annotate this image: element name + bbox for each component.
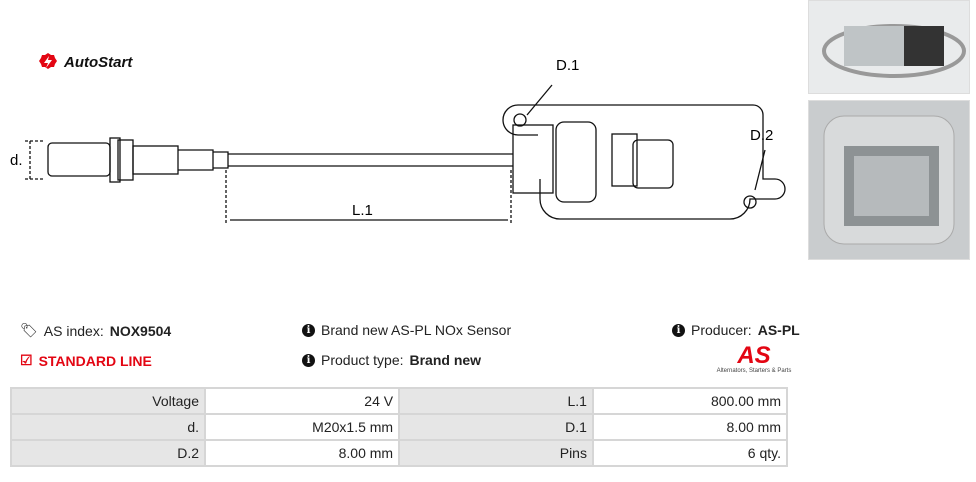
info-icon: i <box>672 323 685 337</box>
as-pl-logo: AS Alternators, Starters & Parts <box>716 342 792 375</box>
autostart-logo: AutoStart <box>38 52 132 72</box>
tag-icon: 🏷 <box>20 322 38 338</box>
d1-label: D.1 <box>556 57 579 74</box>
connector-photo[interactable] <box>808 100 970 260</box>
d2-label: D.2 <box>750 127 773 144</box>
product-photo[interactable] <box>808 0 970 94</box>
sensor-diagram: d. L.1 D.1 D.2 <box>10 57 786 225</box>
as-index: 🏷 AS index:NOX9504 <box>20 322 172 339</box>
gear-bolt-icon <box>39 53 57 69</box>
standard-line-badge: ☑STANDARD LINE <box>20 352 152 369</box>
info-icon: i <box>302 323 315 337</box>
l1-label: L.1 <box>352 202 373 219</box>
d-label: d. <box>10 152 23 169</box>
info-icon: i <box>302 353 315 367</box>
checkbox-icon: ☑ <box>20 352 33 368</box>
